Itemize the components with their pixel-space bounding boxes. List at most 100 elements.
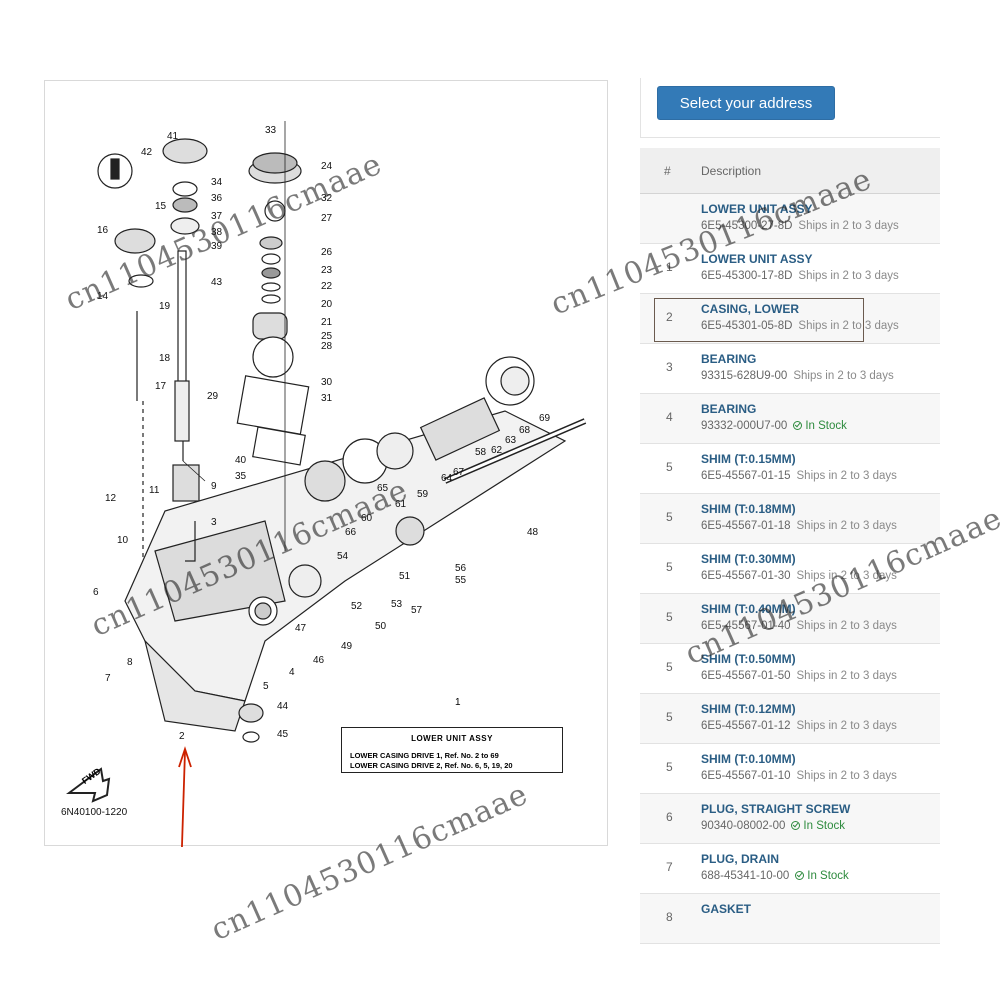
part-number: 6E5-45567-01-18: [701, 520, 791, 532]
part-number: 93315-628U9-00: [701, 370, 788, 382]
part-name-link[interactable]: SHIM (T:0.18MM): [701, 502, 796, 516]
row-number: 5: [666, 510, 673, 524]
part-name-link[interactable]: BEARING: [701, 402, 757, 416]
part-label: 10: [117, 535, 129, 546]
part-name-link[interactable]: SHIM (T:0.40MM): [701, 602, 796, 616]
part-label: 16: [97, 225, 109, 236]
part-label: 53: [391, 599, 403, 610]
part-label: 33: [265, 125, 277, 136]
part-label: 25: [321, 331, 333, 342]
part-label: 44: [277, 701, 289, 712]
part-name-link[interactable]: PLUG, STRAIGHT SCREW: [701, 802, 851, 816]
row-number: 5: [666, 610, 673, 624]
parts-list-panel: Select your address # Description LOWER …: [640, 78, 940, 1000]
part-name-link[interactable]: SHIM (T:0.50MM): [701, 652, 796, 666]
part-label: 14: [97, 291, 109, 302]
row-number: 3: [666, 360, 673, 374]
status-text: In Stock: [803, 820, 845, 832]
part-name-link[interactable]: SHIM (T:0.10MM): [701, 752, 796, 766]
part-name-link[interactable]: CASING, LOWER: [701, 302, 799, 316]
table-row[interactable]: 5 SHIM (T:0.18MM) 6E5-45567-01-18 Ships in …: [640, 494, 940, 544]
shipping-status: Ships in 2 to 3 days: [793, 370, 893, 382]
part-label: 26: [321, 247, 333, 258]
part-details: 6E5-45567-01-15 Ships in 2 to 3 days: [701, 470, 897, 482]
shipping-status: Ships in 2 to 3 days: [798, 270, 898, 282]
part-label: 8: [127, 657, 133, 668]
part-label: 35: [235, 471, 247, 482]
shipping-status: Ships in 2 to 3 days: [797, 770, 897, 782]
assy-ref-number: 1: [455, 697, 461, 708]
part-label: 50: [375, 621, 387, 632]
part-label: 38: [211, 227, 223, 238]
part-label: 56: [455, 563, 467, 574]
part-name-link[interactable]: GASKET: [701, 902, 752, 916]
part-number: 6E5-45301-05-8D: [701, 320, 793, 332]
part-label: 65: [377, 483, 389, 494]
part-label: 6: [93, 587, 99, 598]
address-section: Select your address: [640, 78, 940, 138]
part-label: 60: [361, 513, 373, 524]
shipping-status: Ships in 2 to 3 days: [798, 220, 898, 232]
part-number: 688-45341-10-00: [701, 870, 790, 882]
part-label: 54: [337, 551, 349, 562]
row-number: 5: [666, 710, 673, 724]
row-number: 5: [666, 660, 673, 674]
check-circle-icon: [791, 821, 801, 830]
part-name-link[interactable]: LOWER UNIT ASSY: [701, 252, 813, 266]
shipping-status: Ships in 2 to 3 days: [797, 720, 897, 732]
part-details: 6E5-45567-01-18 Ships in 2 to 3 days: [701, 520, 897, 532]
part-label: 39: [211, 241, 223, 252]
part-name-link[interactable]: BEARING: [701, 352, 757, 366]
part-label: 63: [505, 435, 517, 446]
part-number: 93332-000U7-00: [701, 420, 788, 432]
select-address-button[interactable]: Select your address: [657, 86, 835, 120]
part-label: 23: [321, 265, 333, 276]
check-circle-icon: [793, 421, 803, 430]
table-row[interactable]: 3 BEARING 93315-628U9-00 Ships in 2 to 3 da…: [640, 344, 940, 394]
part-name-link[interactable]: SHIM (T:0.15MM): [701, 452, 796, 466]
part-label: 51: [399, 571, 411, 582]
part-label: 32: [321, 193, 333, 204]
status-text: Ships in 2 to 3 days: [796, 470, 897, 482]
column-header-number: #: [664, 164, 671, 178]
part-label: 22: [321, 281, 333, 292]
part-name-link[interactable]: SHIM (T:0.30MM): [701, 552, 796, 566]
part-label: 46: [313, 655, 325, 666]
part-name-link[interactable]: SHIM (T:0.12MM): [701, 702, 796, 716]
part-number: 6E5-45567-01-15: [701, 470, 791, 482]
exploded-parts-diagram: [66, 121, 587, 847]
part-label: 12: [105, 493, 117, 504]
part-name-link[interactable]: PLUG, DRAIN: [701, 852, 779, 866]
shipping-status: Ships in 2 to 3 days: [797, 620, 897, 632]
part-label: 20: [321, 299, 333, 310]
part-name-link[interactable]: LOWER UNIT ASSY: [701, 202, 813, 216]
part-label: 62: [491, 445, 503, 456]
assy-title: LOWER UNIT ASSY: [411, 734, 493, 743]
part-label: 67: [453, 467, 465, 478]
part-label: 68: [519, 425, 531, 436]
part-label: 42: [141, 147, 153, 158]
part-label: 4: [289, 667, 295, 678]
part-label: 21: [321, 317, 333, 328]
shipping-status: Ships in 2 to 3 days: [797, 520, 897, 532]
status-text: Ships in 2 to 3 days: [798, 270, 899, 282]
part-label: 59: [417, 489, 429, 500]
part-label: 34: [211, 177, 223, 188]
